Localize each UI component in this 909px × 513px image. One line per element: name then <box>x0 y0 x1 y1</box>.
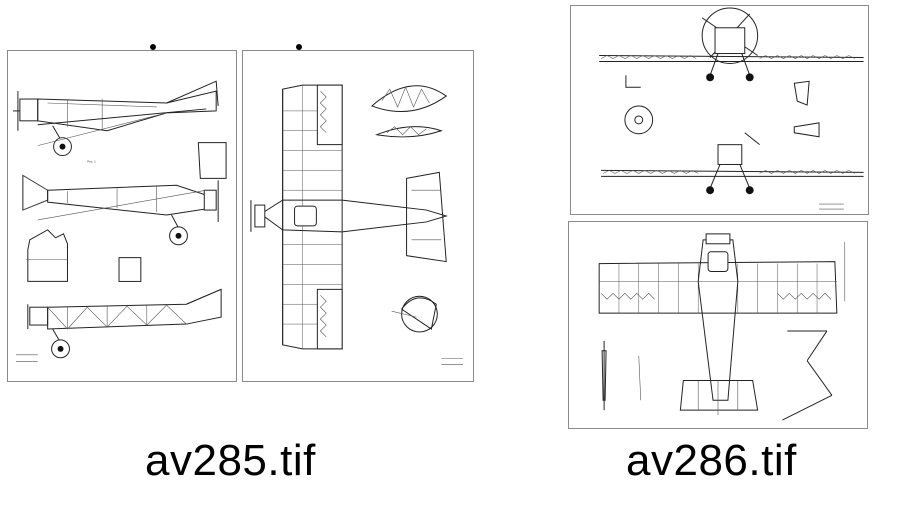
side-view-drawings: Рис. 1 <box>12 80 227 363</box>
drawing-sheet-side-views: Рис. 1 <box>7 50 237 382</box>
top-view-drawing <box>250 84 464 366</box>
hole-punch-mark <box>296 44 302 50</box>
file-name-label: av285.tif <box>145 436 316 485</box>
drawing-sheet-front-views <box>570 5 869 215</box>
plan-view-drawing <box>598 233 846 421</box>
drawing-sheet-plan-view <box>568 221 868 429</box>
file-name-label: av286.tif <box>626 436 797 485</box>
hole-punch-mark <box>150 44 156 50</box>
front-view-drawings <box>599 7 864 210</box>
svg-text:Рис. 1: Рис. 1 <box>87 159 96 163</box>
thumbnail-av286[interactable]: av286.tif <box>560 0 909 513</box>
thumbnail-av285[interactable]: Рис. 1 <box>0 0 480 513</box>
drawing-sheet-top-view <box>242 50 474 382</box>
